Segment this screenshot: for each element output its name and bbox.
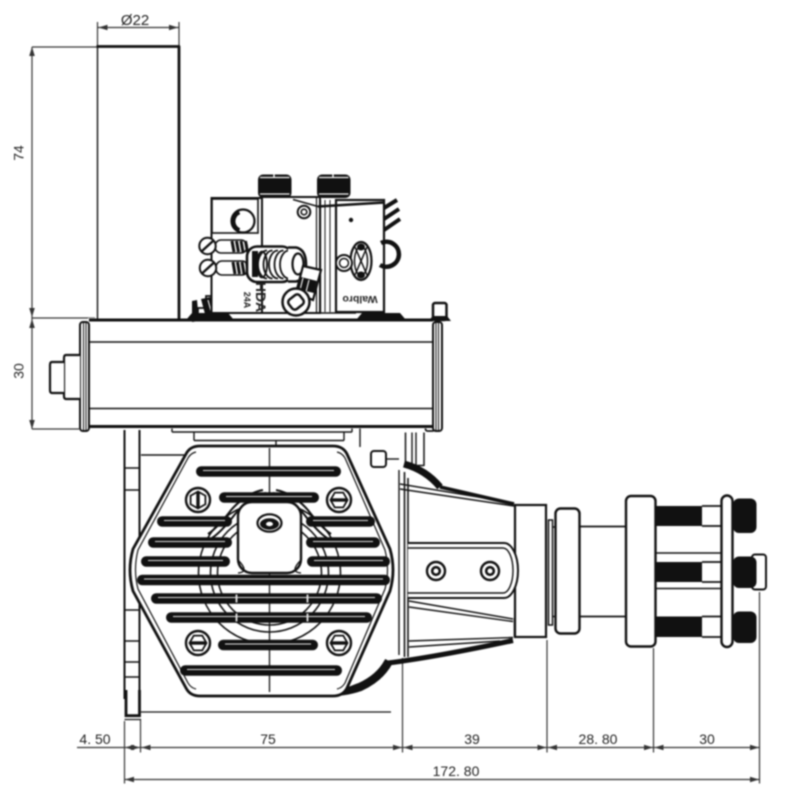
- svg-text:HDA: HDA: [253, 282, 269, 312]
- svg-text:75: 75: [260, 731, 276, 747]
- svg-text:24A: 24A: [242, 292, 252, 309]
- svg-text:39: 39: [464, 731, 480, 747]
- svg-text:4. 50: 4. 50: [79, 731, 110, 747]
- svg-text:Walbro: Walbro: [342, 293, 377, 305]
- svg-text:74: 74: [11, 145, 27, 161]
- svg-text:Ø22: Ø22: [121, 12, 149, 29]
- svg-text:30: 30: [699, 731, 715, 747]
- svg-text:172. 80: 172. 80: [433, 763, 480, 779]
- svg-text:30: 30: [11, 363, 27, 379]
- svg-text:28. 80: 28. 80: [579, 731, 618, 747]
